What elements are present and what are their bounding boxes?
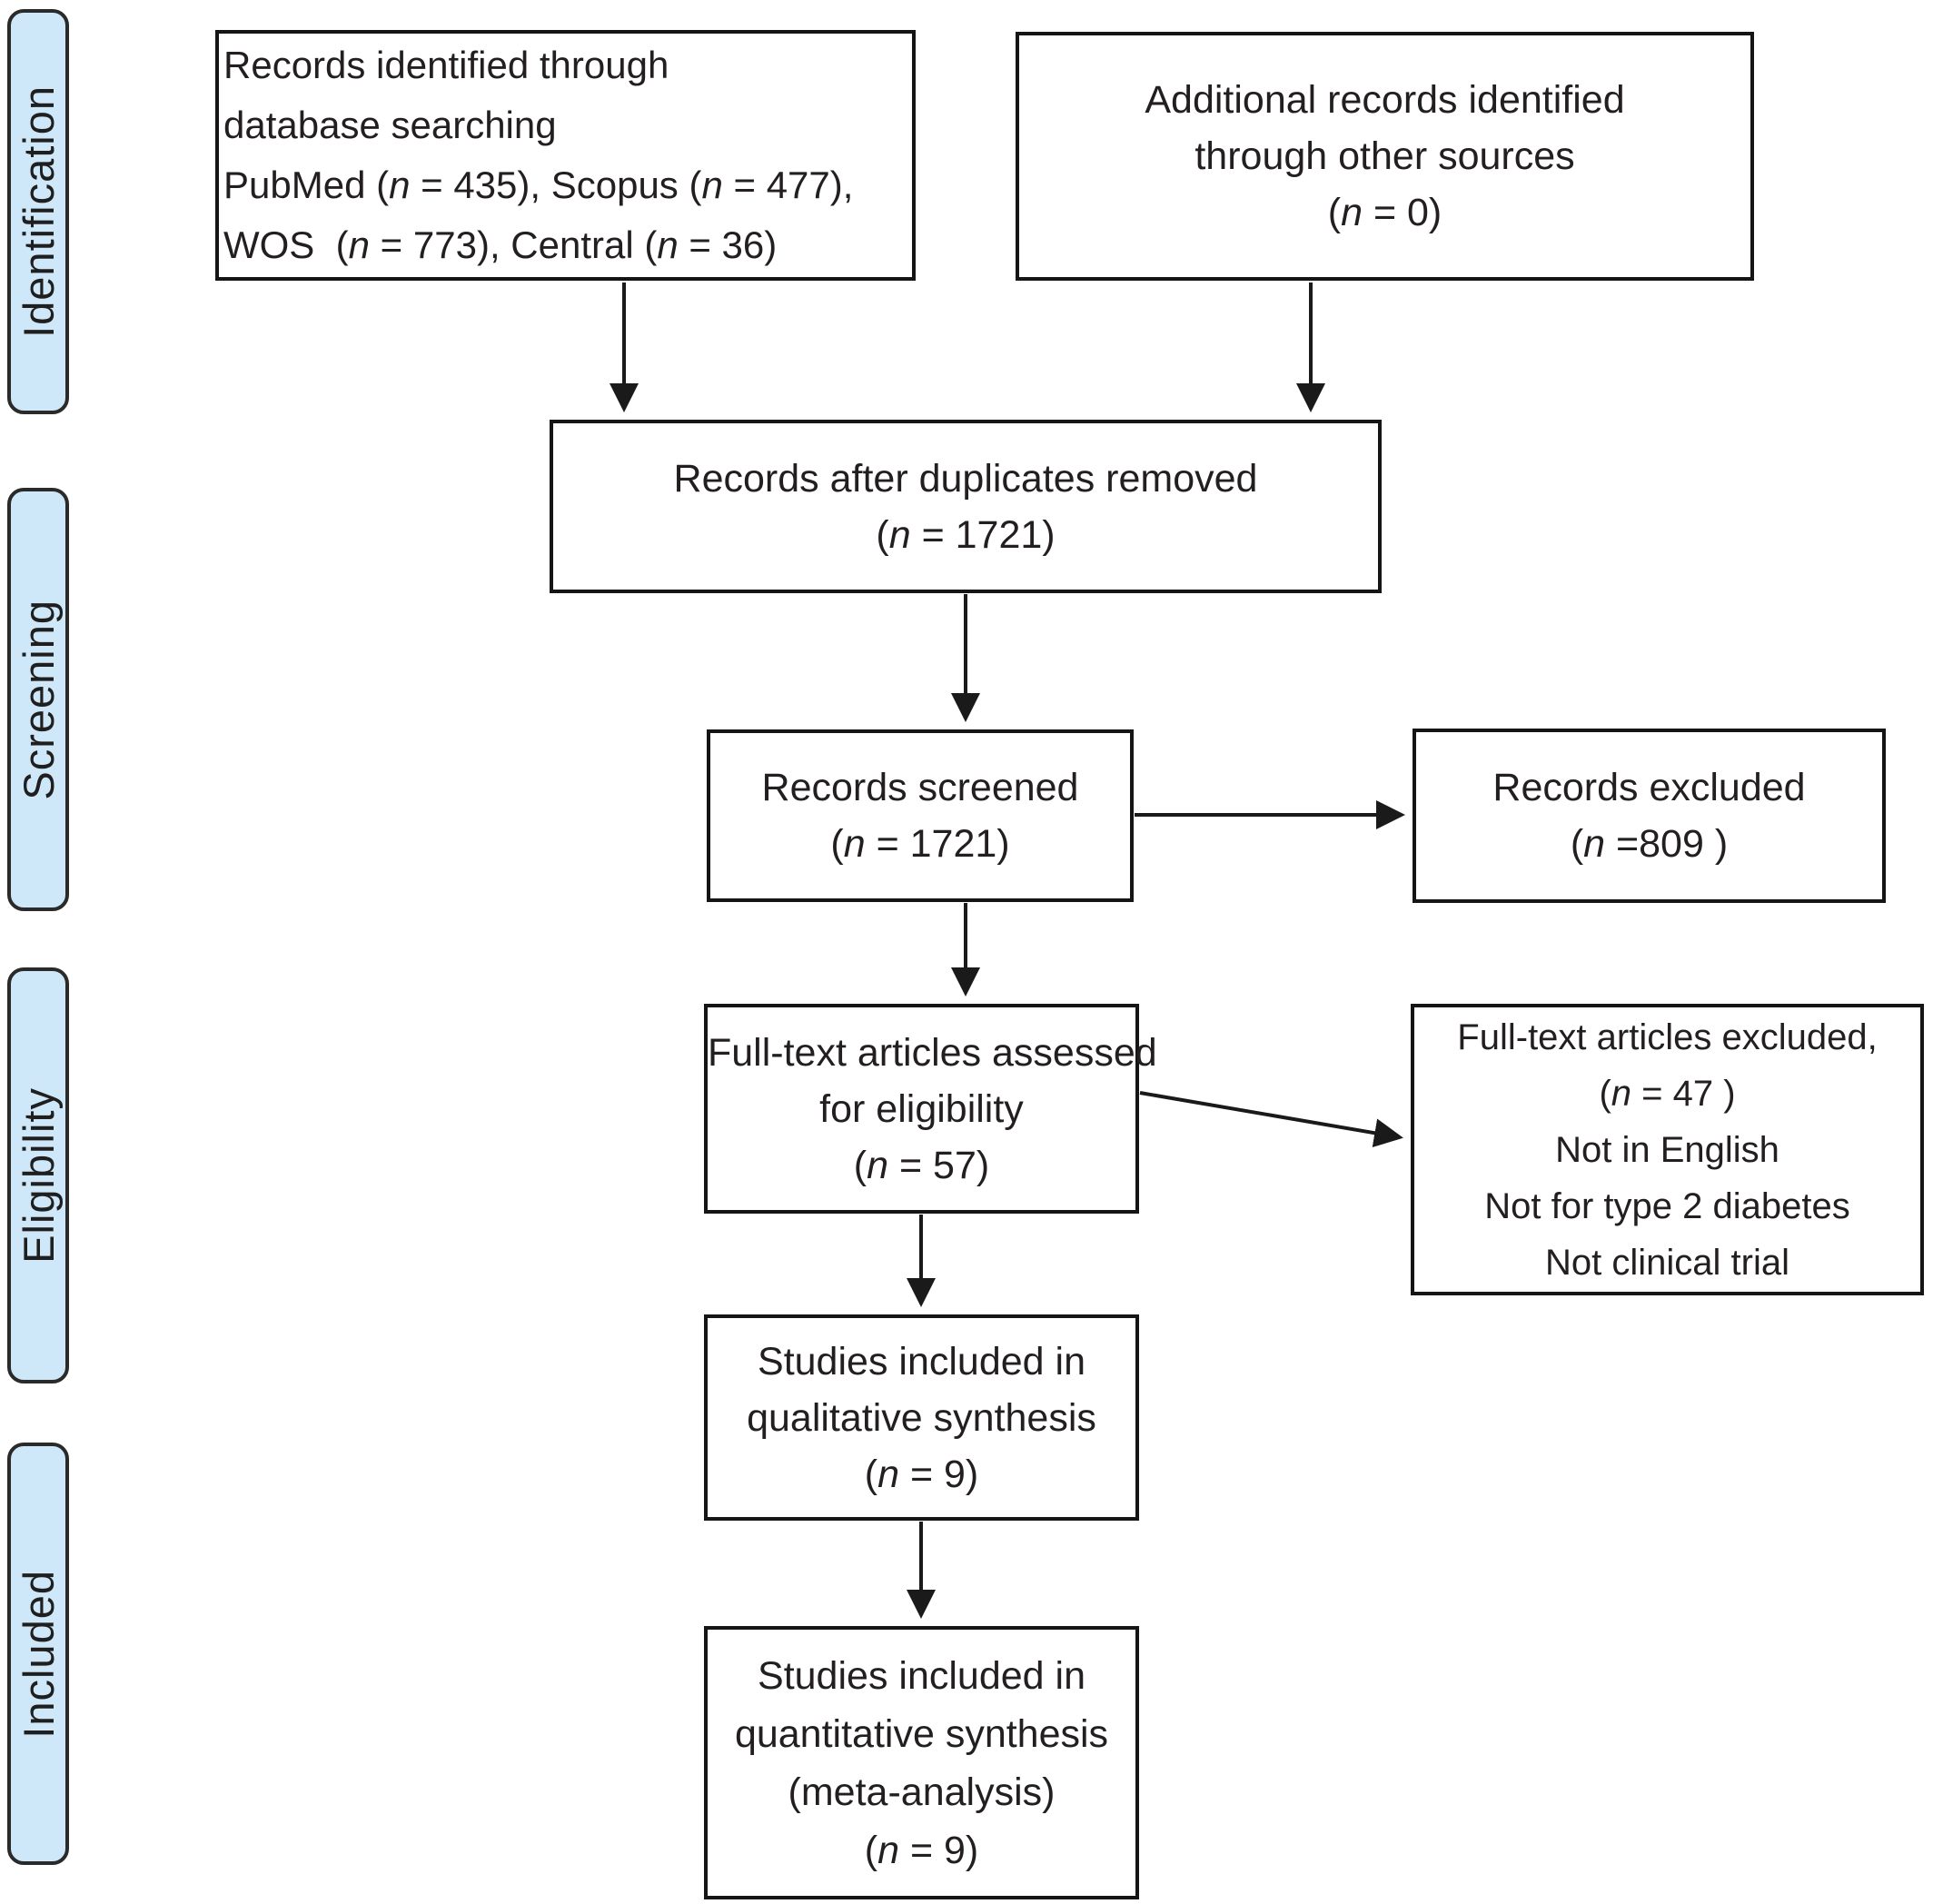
box-text-line: Records screened: [761, 766, 1079, 809]
stage-screening: Screening: [7, 488, 69, 911]
box-records-screened: Records screened (n = 1721): [707, 729, 1134, 902]
box-quantitative-synthesis: Studies included in quantitative synthesi…: [704, 1626, 1139, 1899]
box-text-line: for eligibility: [819, 1086, 1024, 1131]
box-text-line: (n =809 ): [1570, 822, 1729, 866]
box-text-line: (n = 9): [864, 1828, 979, 1872]
stage-identification: Identification: [7, 9, 69, 414]
box-text-line: Records after duplicates removed: [673, 456, 1258, 501]
box-text-line: PubMed (n = 435), Scopus (n = 477),: [223, 164, 854, 206]
box-text-line: (n = 57): [853, 1143, 990, 1187]
box-text-line: Studies included in: [758, 1339, 1085, 1383]
box-qualitative-synthesis: Studies included in qualitative synthesis…: [704, 1314, 1139, 1521]
box-records-after-duplicates-removed: Records after duplicates removed (n = 172…: [550, 420, 1382, 593]
box-text-line: Additional records identified: [1145, 78, 1625, 122]
box-text-line: (n = 1721): [830, 822, 1010, 866]
arrow-fulltext-to-fulltext-excluded: [1139, 1091, 1403, 1148]
box-text-line: Records excluded: [1492, 766, 1806, 809]
box-text-line: through other sources: [1194, 134, 1575, 178]
box-text-line: (n = 1721): [876, 512, 1056, 557]
box-text-line: qualitative synthesis: [747, 1395, 1096, 1440]
box-fulltext-assessed: Full-text articles assessed for eligibili…: [704, 1004, 1157, 1214]
box-text-line: database searching: [223, 104, 557, 146]
box-text-line: Not in English: [1555, 1129, 1779, 1170]
box-fulltext-excluded: Full-text articles excluded, (n = 47 ) Not…: [1411, 1004, 1924, 1295]
box-text-line: (meta-analysis): [788, 1770, 1056, 1814]
stage-included: Included: [7, 1443, 69, 1865]
box-additional-records: Additional records identified through oth…: [1016, 32, 1754, 281]
box-text-line: Full-text articles excluded,: [1457, 1016, 1878, 1057]
box-text-line: (n = 9): [864, 1452, 979, 1496]
box-text-line: Not clinical trial: [1545, 1242, 1789, 1283]
box-text-line: (n = 0): [1327, 191, 1442, 234]
stage-eligibility: Eligibility: [7, 967, 69, 1383]
box-text-line: WOS (n = 773), Central (n = 36): [223, 223, 778, 266]
box-text-line: (n = 47 ): [1599, 1073, 1736, 1114]
box-text-line: Full-text articles assessed: [708, 1030, 1157, 1075]
box-records-identified: Records identified through database searc…: [215, 30, 916, 281]
box-text-line: Not for type 2 diabetes: [1484, 1185, 1850, 1226]
box-text-line: Records identified through: [223, 44, 669, 86]
box-text-line: Studies included in: [758, 1653, 1085, 1698]
box-text-line: quantitative synthesis: [734, 1711, 1109, 1756]
box-records-excluded: Records excluded (n =809 ): [1413, 729, 1886, 903]
